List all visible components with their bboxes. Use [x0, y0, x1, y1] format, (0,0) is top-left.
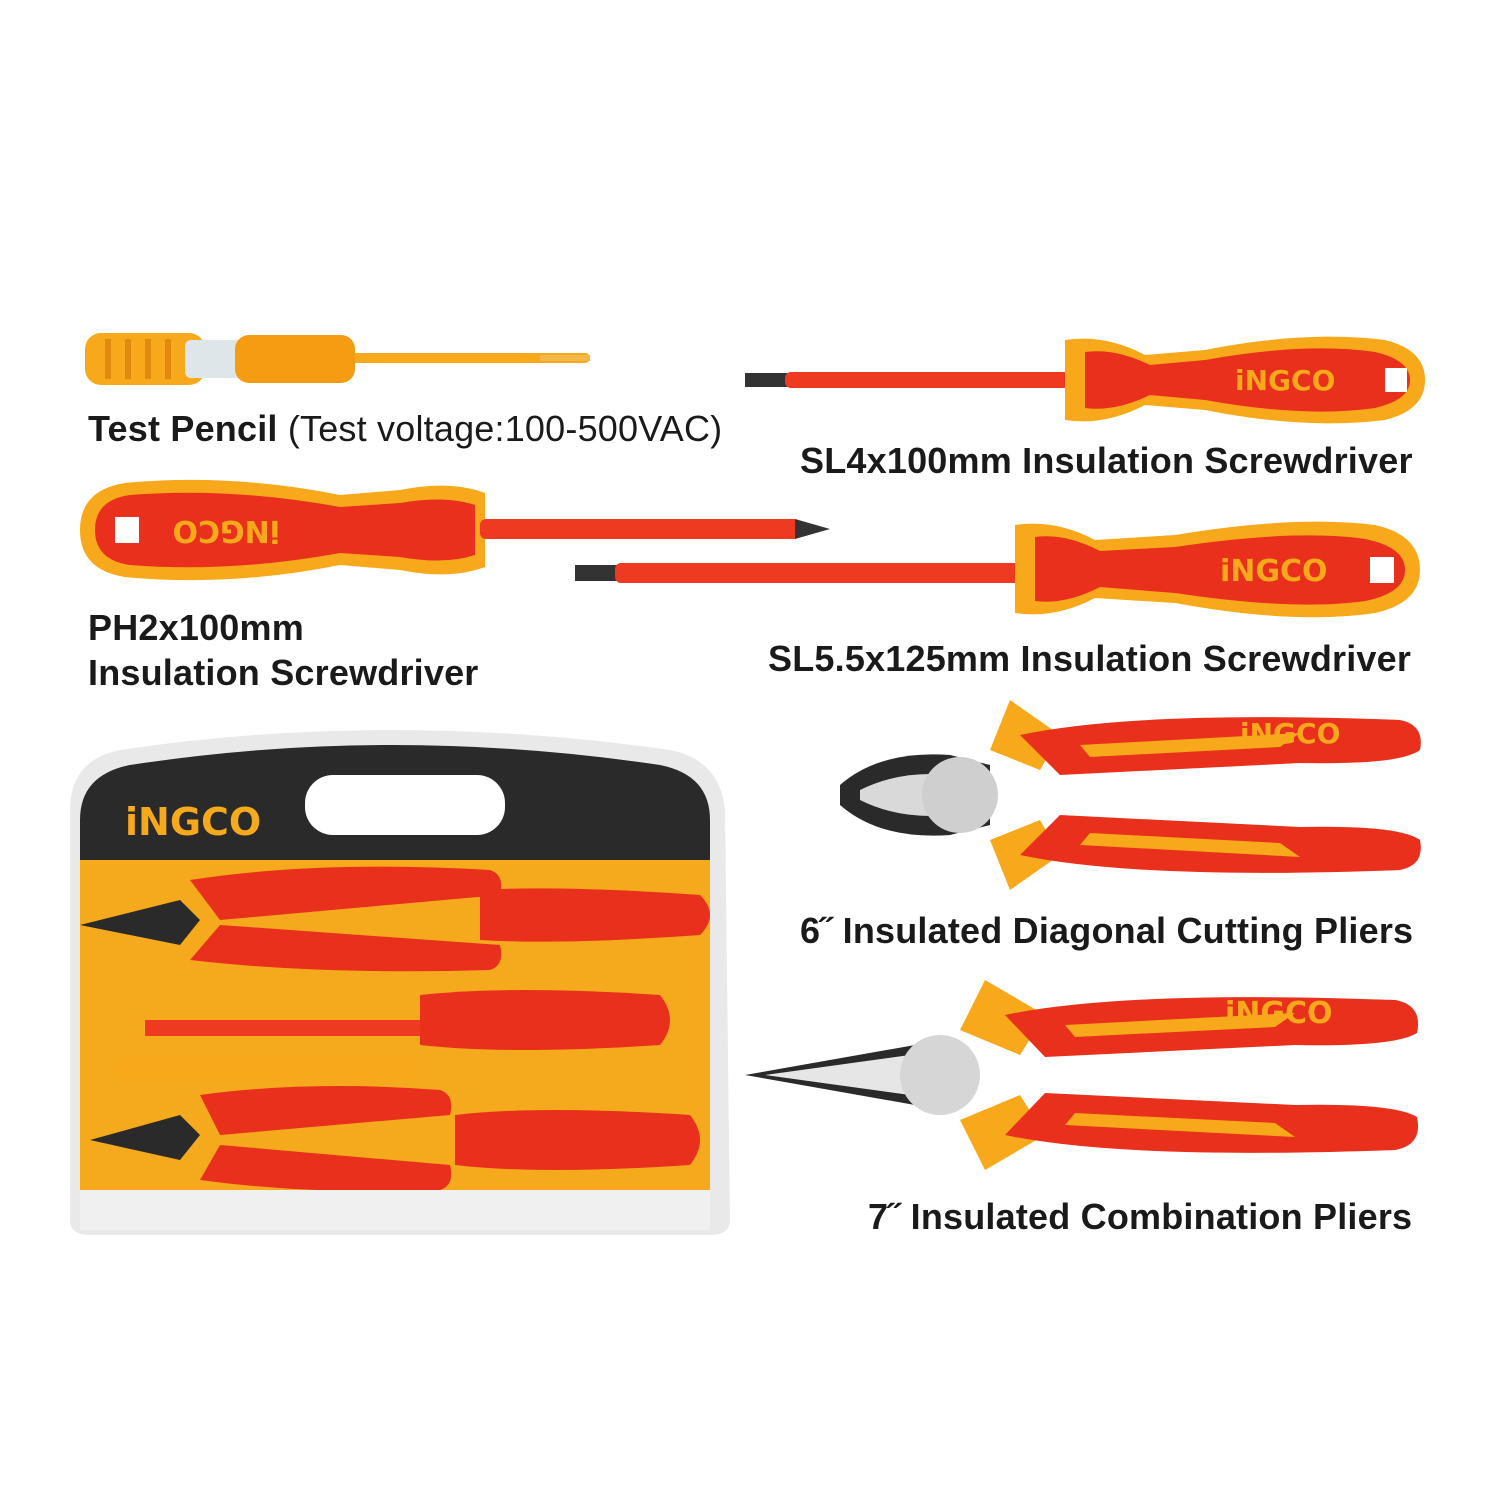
- diagonal-pliers-image: iNGCO: [840, 700, 1421, 890]
- test-pencil-name: Test Pencil: [88, 408, 278, 449]
- test-pencil-spec: (Test voltage:100-500VAC): [287, 408, 723, 449]
- case-brand-logo: iNGCO: [125, 800, 261, 844]
- test-pencil-image: [85, 333, 590, 385]
- sl55-screwdriver-image: iNGCO: [575, 521, 1420, 618]
- diag-brand-mark: iNGCO: [1240, 717, 1340, 750]
- combination-pliers-image: iNGCO: [745, 980, 1419, 1170]
- sl4-label: SL4x100mm Insulation Screwdriver: [800, 440, 1413, 481]
- carry-case-image: iNGCO: [70, 730, 730, 1235]
- ph2-screwdriver-image: iNGCO: [80, 479, 830, 581]
- ph2-brand-mark: iNGCO: [172, 513, 280, 548]
- diagonal-pliers-label: 6˝ Insulated Diagonal Cutting Pliers: [800, 910, 1414, 951]
- sl55-brand-mark: iNGCO: [1220, 554, 1328, 589]
- sl55-label: SL5.5x125mm Insulation Screwdriver: [768, 638, 1412, 679]
- sl4-brand-mark: iNGCO: [1235, 364, 1335, 397]
- combination-pliers-label: 7˝ Insulated Combination Pliers: [868, 1196, 1413, 1237]
- test-pencil-label: Test Pencil (Test voltage:100-500VAC): [88, 408, 722, 450]
- ph2-label-line1: PH2x100mm: [88, 607, 304, 648]
- comb-brand-mark: iNGCO: [1225, 996, 1333, 1031]
- sl4-screwdriver-image: iNGCO: [745, 336, 1425, 424]
- ph2-label-line2: Insulation Screwdriver: [88, 652, 479, 693]
